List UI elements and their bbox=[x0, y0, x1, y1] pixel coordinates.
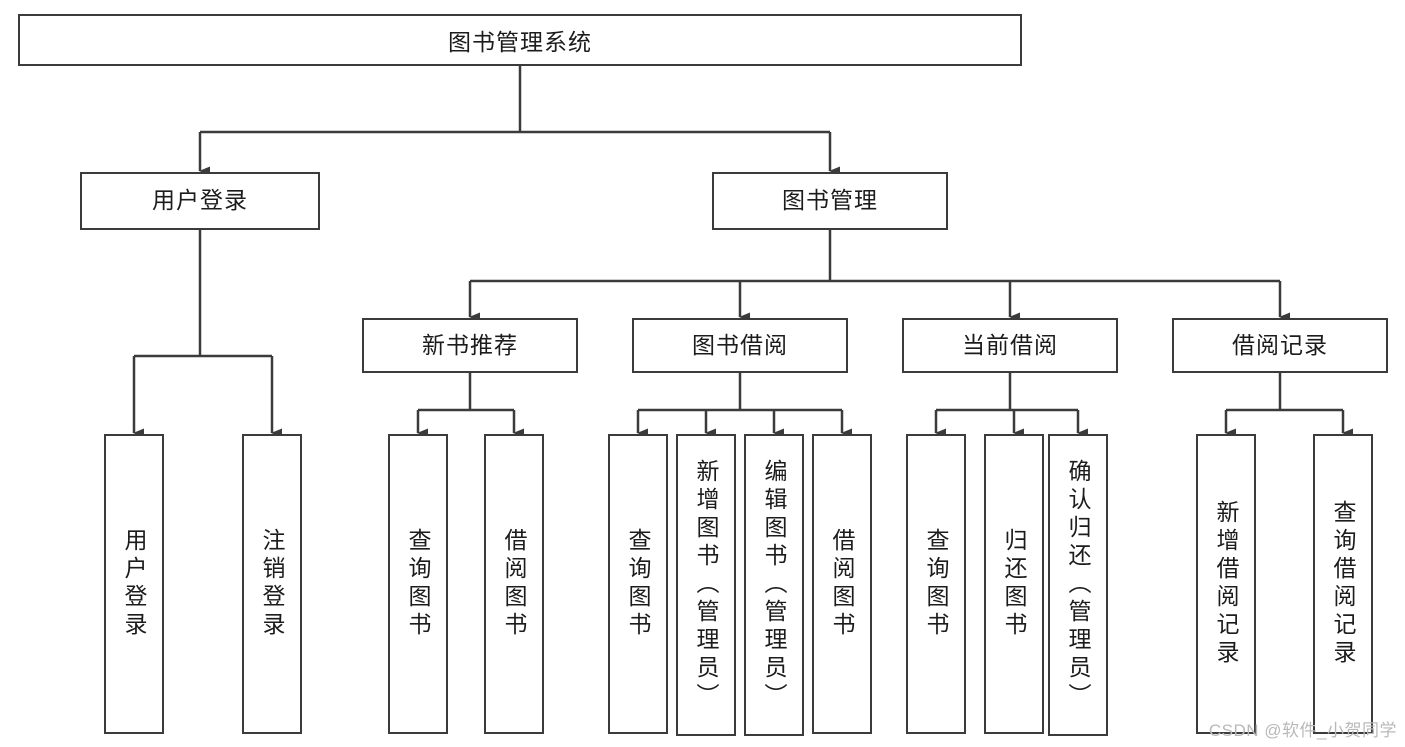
edge-group bbox=[132, 66, 1353, 438]
node-leaf-query-book-3[interactable]: 查询图书 bbox=[906, 434, 966, 734]
node-root[interactable]: 图书管理系统 bbox=[18, 14, 1022, 66]
node-label: 用户登录 bbox=[152, 187, 248, 214]
node-label: 确认归还（管理员） bbox=[1065, 459, 1091, 711]
node-label: 用户登录 bbox=[121, 528, 147, 640]
node-label: 注销登录 bbox=[259, 528, 285, 640]
node-login[interactable]: 用户登录 bbox=[80, 172, 320, 230]
node-label: 借阅图书 bbox=[829, 528, 855, 640]
node-borrow[interactable]: 图书借阅 bbox=[632, 318, 848, 373]
node-label: 图书管理系统 bbox=[448, 29, 592, 55]
node-label: 编辑图书（管理员） bbox=[761, 459, 787, 711]
node-label: 新书推荐 bbox=[422, 331, 518, 358]
node-leaf-logout[interactable]: 注销登录 bbox=[242, 434, 302, 734]
node-records[interactable]: 借阅记录 bbox=[1172, 318, 1388, 373]
node-leaf-add-book[interactable]: 新增图书（管理员） bbox=[676, 434, 736, 736]
node-leaf-return-book[interactable]: 归还图书 bbox=[984, 434, 1044, 734]
node-leaf-query-book-1[interactable]: 查询图书 bbox=[388, 434, 448, 734]
node-label: 借阅记录 bbox=[1232, 331, 1328, 358]
node-label: 借阅图书 bbox=[501, 528, 527, 640]
node-label: 查询图书 bbox=[923, 528, 949, 640]
node-leaf-edit-book[interactable]: 编辑图书（管理员） bbox=[744, 434, 804, 736]
node-label: 查询图书 bbox=[625, 528, 651, 640]
node-label: 新增借阅记录 bbox=[1213, 500, 1239, 668]
node-leaf-confirm-return[interactable]: 确认归还（管理员） bbox=[1048, 434, 1108, 736]
node-label: 查询图书 bbox=[405, 528, 431, 640]
node-leaf-query-record[interactable]: 查询借阅记录 bbox=[1313, 434, 1373, 734]
node-label: 查询借阅记录 bbox=[1330, 500, 1356, 668]
node-label: 新增图书（管理员） bbox=[693, 459, 719, 711]
node-leaf-add-record[interactable]: 新增借阅记录 bbox=[1196, 434, 1256, 734]
node-label: 图书借阅 bbox=[692, 331, 788, 358]
node-label: 当前借阅 bbox=[962, 331, 1058, 358]
node-bookmgmt[interactable]: 图书管理 bbox=[712, 172, 948, 230]
node-leaf-borrow-book-2[interactable]: 借阅图书 bbox=[812, 434, 872, 734]
node-newbook[interactable]: 新书推荐 bbox=[362, 318, 578, 373]
node-leaf-query-book-2[interactable]: 查询图书 bbox=[608, 434, 668, 734]
node-current[interactable]: 当前借阅 bbox=[902, 318, 1118, 373]
node-leaf-user-login[interactable]: 用户登录 bbox=[104, 434, 164, 734]
watermark-text: CSDN @软件_小贺同学 bbox=[1208, 721, 1397, 740]
node-label: 图书管理 bbox=[782, 187, 878, 214]
node-leaf-borrow-book-1[interactable]: 借阅图书 bbox=[484, 434, 544, 734]
node-label: 归还图书 bbox=[1001, 528, 1027, 640]
